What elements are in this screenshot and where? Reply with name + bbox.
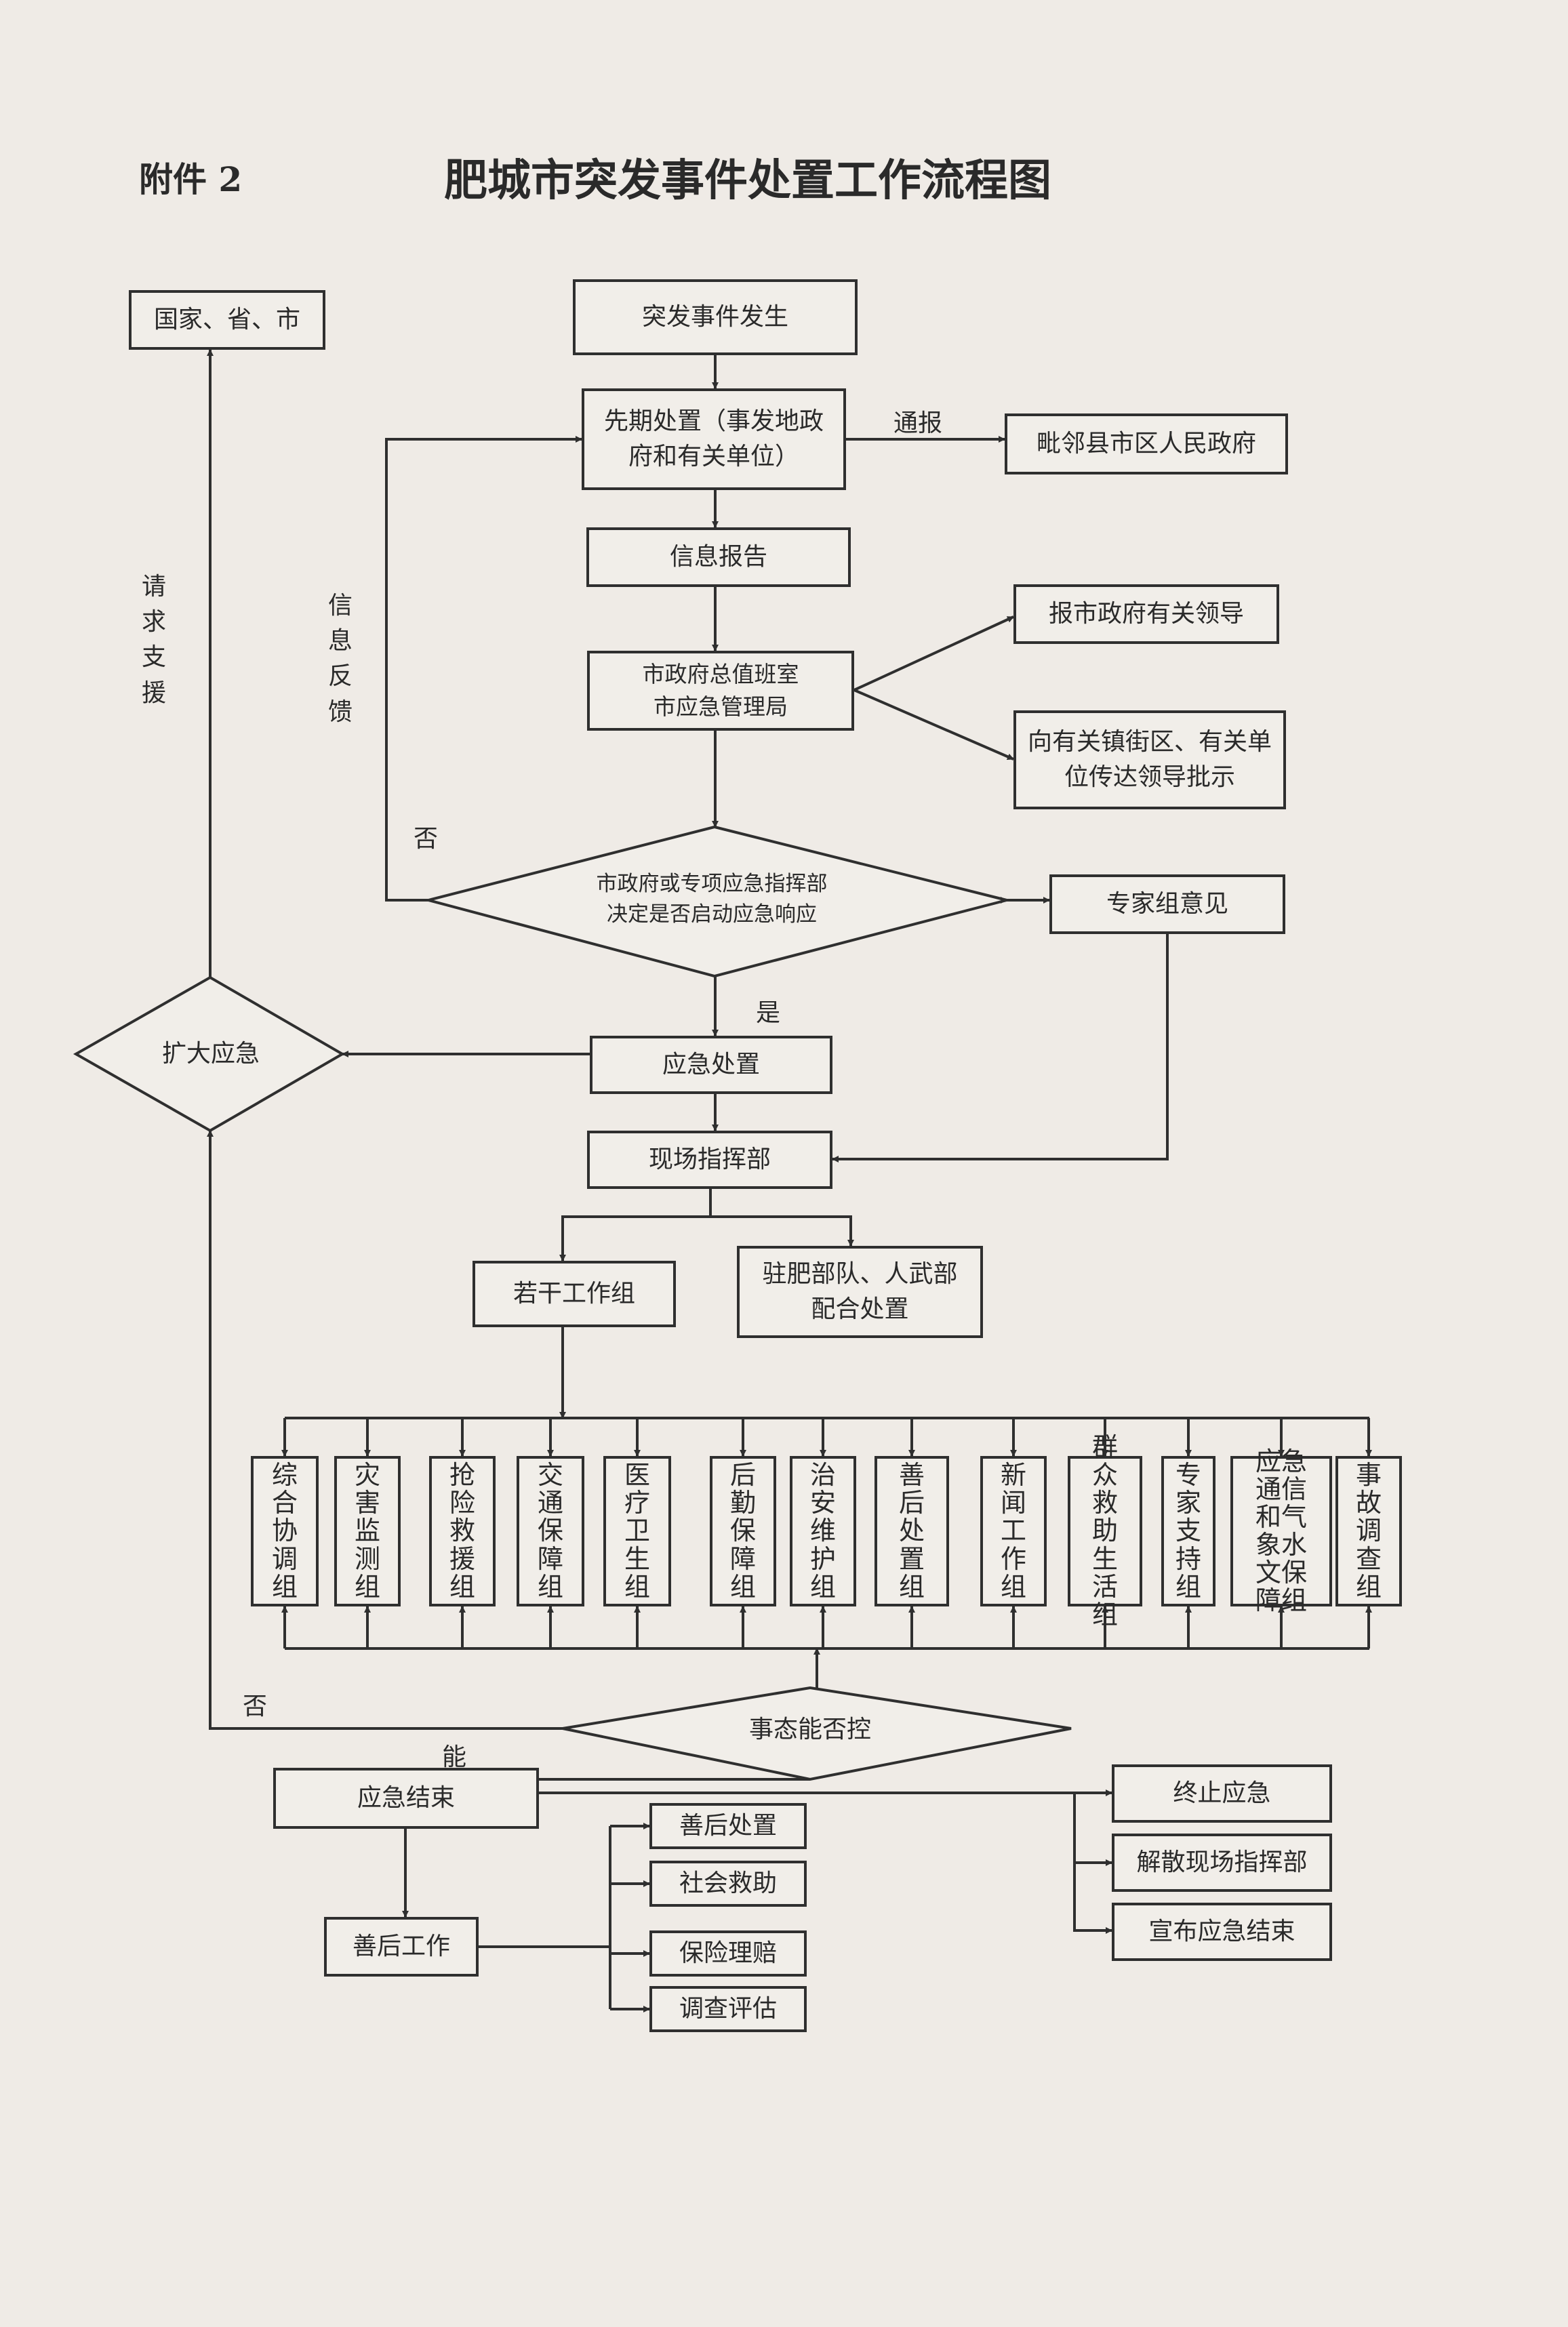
work-group-label: 应急通信和气象水文保障组 bbox=[1255, 1446, 1307, 1616]
connector-line bbox=[710, 1215, 854, 1247]
incident-occurs-box: 突发事件发生 bbox=[573, 279, 858, 355]
emergency-end-box: 应急结束 bbox=[273, 1768, 539, 1829]
connector-line bbox=[853, 615, 1014, 691]
duty-office-box: 市政府总值班室 市应急管理局 bbox=[587, 651, 854, 731]
work-group-label: 治安维护组 bbox=[809, 1460, 836, 1602]
neighbor-government-box: 毗邻县市区人民政府 bbox=[1005, 413, 1288, 474]
work-group-box: 应急通信和气象水文保障组 bbox=[1230, 1447, 1332, 1615]
report-leaders-box: 报市政府有关领导 bbox=[1013, 584, 1279, 644]
work-group-box: 综合协调组 bbox=[251, 1456, 319, 1606]
aftermath-work-box: 善后工作 bbox=[324, 1917, 479, 1977]
terminate-emergency-box: 终止应急 bbox=[1112, 1764, 1332, 1823]
attachment-label: 附件 2 bbox=[139, 159, 243, 199]
work-group-label: 交通保障组 bbox=[537, 1460, 563, 1602]
work-group-box: 群众救助生活组 bbox=[1068, 1434, 1142, 1628]
work-group-label: 专家支持组 bbox=[1175, 1460, 1201, 1602]
decision-text: 市政府或专项应急指挥部 决定是否启动应急响应 bbox=[596, 872, 828, 927]
page-title: 肥城市突发事件处置工作流程图 bbox=[444, 155, 1051, 206]
work-group-label: 后勤保障组 bbox=[729, 1460, 756, 1602]
expert-opinion-box: 专家组意见 bbox=[1049, 874, 1285, 934]
aftermath-handling-box: 善后处置 bbox=[649, 1803, 807, 1849]
dissolve-command-box: 解散现场指挥部 bbox=[1112, 1834, 1332, 1892]
connector-line bbox=[832, 934, 1169, 1162]
control-no-label: 否 bbox=[243, 1693, 268, 1720]
work-groups-box: 若干工作组 bbox=[473, 1261, 676, 1327]
social-aid-box: 社会救助 bbox=[649, 1861, 807, 1907]
control-diamond bbox=[562, 1686, 1072, 1781]
work-group-label: 事故调查组 bbox=[1355, 1460, 1382, 1602]
military-cooperation-box: 驻肥部队、人武部配合处置 bbox=[737, 1246, 983, 1338]
work-group-box: 事故调查组 bbox=[1335, 1456, 1402, 1606]
relay-instructions-box: 向有关镇街区、有关单位传达领导批示 bbox=[1013, 710, 1286, 809]
connector-line bbox=[1073, 1793, 1112, 1934]
connector-line bbox=[559, 1189, 712, 1261]
work-group-label: 灾害监测组 bbox=[354, 1460, 380, 1602]
work-group-box: 新闻工作组 bbox=[980, 1456, 1047, 1606]
work-group-box: 善后处置组 bbox=[875, 1456, 949, 1606]
work-group-box: 交通保障组 bbox=[517, 1456, 584, 1606]
info-feedback-label: 信息反馈 bbox=[327, 592, 353, 726]
emergency-response-box: 应急处置 bbox=[590, 1036, 832, 1094]
decision-no-label: 否 bbox=[414, 825, 439, 853]
work-group-label: 抢险救援组 bbox=[449, 1460, 475, 1602]
request-support-label: 请求支援 bbox=[141, 573, 166, 707]
work-group-box: 治安维护组 bbox=[790, 1456, 856, 1606]
work-group-box: 专家支持组 bbox=[1161, 1456, 1215, 1606]
field-command-box: 现场指挥部 bbox=[587, 1131, 832, 1189]
initial-response-box: 先期处置（事发地政府和有关单位） bbox=[582, 388, 846, 490]
notify-label: 通报 bbox=[893, 409, 943, 437]
work-group-box: 抢险救援组 bbox=[429, 1456, 496, 1606]
connector-line bbox=[853, 689, 1014, 761]
work-group-box: 医疗卫生组 bbox=[603, 1456, 671, 1606]
work-group-label: 善后处置组 bbox=[898, 1460, 925, 1602]
work-group-label: 群众救助生活组 bbox=[1091, 1432, 1118, 1630]
work-group-label: 新闻工作组 bbox=[1000, 1460, 1026, 1602]
insurance-claims-box: 保险理赔 bbox=[649, 1930, 807, 1977]
expand-diamond bbox=[73, 975, 345, 1133]
info-report-box: 信息报告 bbox=[586, 527, 851, 587]
expand-response-text: 扩大应急 bbox=[161, 1039, 260, 1068]
work-group-label: 综合协调组 bbox=[271, 1460, 298, 1602]
announce-end-box: 宣布应急结束 bbox=[1112, 1903, 1332, 1961]
investigation-box: 调查评估 bbox=[649, 1986, 807, 2032]
decision-diamond bbox=[423, 825, 1007, 978]
connector-line bbox=[207, 1130, 563, 1730]
connector-line bbox=[385, 436, 582, 902]
work-group-label: 医疗卫生组 bbox=[624, 1460, 650, 1602]
national-provincial-box: 国家、省、市 bbox=[129, 290, 325, 350]
work-group-box: 后勤保障组 bbox=[710, 1456, 776, 1606]
decision-yes-label: 是 bbox=[756, 999, 781, 1027]
work-group-box: 灾害监测组 bbox=[334, 1456, 401, 1606]
control-yes-label: 能 bbox=[442, 1743, 467, 1771]
control-text: 事态能否控 bbox=[748, 1715, 871, 1743]
